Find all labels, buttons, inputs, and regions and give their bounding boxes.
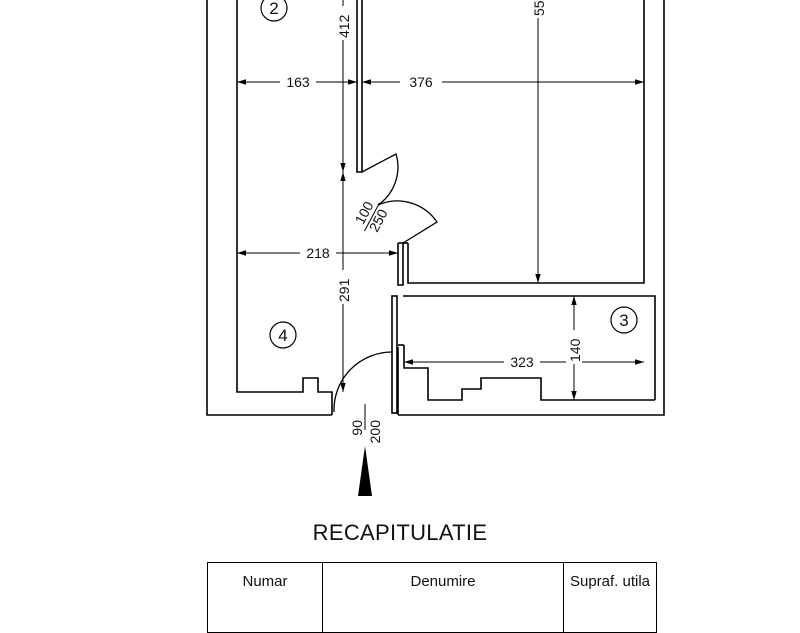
room-4-number: 4 <box>278 326 287 345</box>
col-header-number: Numar <box>207 562 323 633</box>
room3-bottom-wall <box>403 345 655 401</box>
floor-plan: 412 55 163 376 218 291 323 140 100 250 9… <box>206 0 665 496</box>
col-header-name: Denumire <box>322 562 564 633</box>
door2-swing <box>333 351 393 413</box>
room-3-number: 3 <box>619 311 628 330</box>
room3-top-wall <box>403 295 656 400</box>
dim-room2-width: 163 <box>286 74 310 90</box>
door1-post <box>397 243 404 286</box>
partition-wall <box>356 0 363 173</box>
dim-room1-width: 376 <box>409 74 433 90</box>
recap-header-row: Numar Denumire Supraf. utila <box>207 562 657 633</box>
room-3-marker <box>610 306 638 334</box>
door1-swing-upper <box>361 153 399 206</box>
door1-label: 100 250 <box>352 199 391 235</box>
room-2-marker <box>260 0 288 22</box>
door2-width: 90 <box>349 420 365 436</box>
dim-room2-height: 412 <box>336 14 352 38</box>
door-swings <box>333 153 438 413</box>
door2-height: 200 <box>367 420 383 444</box>
dim-room4-height: 291 <box>336 278 352 302</box>
dim-room3-width: 323 <box>510 354 534 370</box>
dimension-labels: 412 55 163 376 218 291 323 140 <box>286 0 583 370</box>
entrance-arrow-icon <box>358 446 372 496</box>
dim-room1-height: 55 <box>531 0 547 16</box>
door2-left-jamb <box>391 295 398 414</box>
room-markers <box>260 0 638 349</box>
dim-room3-height: 140 <box>567 338 583 362</box>
inner-wall-room4 <box>236 0 333 415</box>
recap-table: Numar Denumire Supraf. utila <box>207 562 657 633</box>
outer-wall-left <box>206 0 332 416</box>
door1-swing-lower <box>377 200 438 244</box>
room-4-marker <box>269 321 297 349</box>
room-2-number: 2 <box>269 0 278 18</box>
door2-label: 90 200 <box>349 420 383 444</box>
outer-wall-right <box>398 0 665 416</box>
dim-room4-width: 218 <box>306 245 330 261</box>
recap-title: RECAPITULATIE <box>312 520 488 545</box>
walls <box>206 0 665 416</box>
room1-wall <box>407 0 645 284</box>
col-header-area: Supraf. utila <box>563 562 657 633</box>
